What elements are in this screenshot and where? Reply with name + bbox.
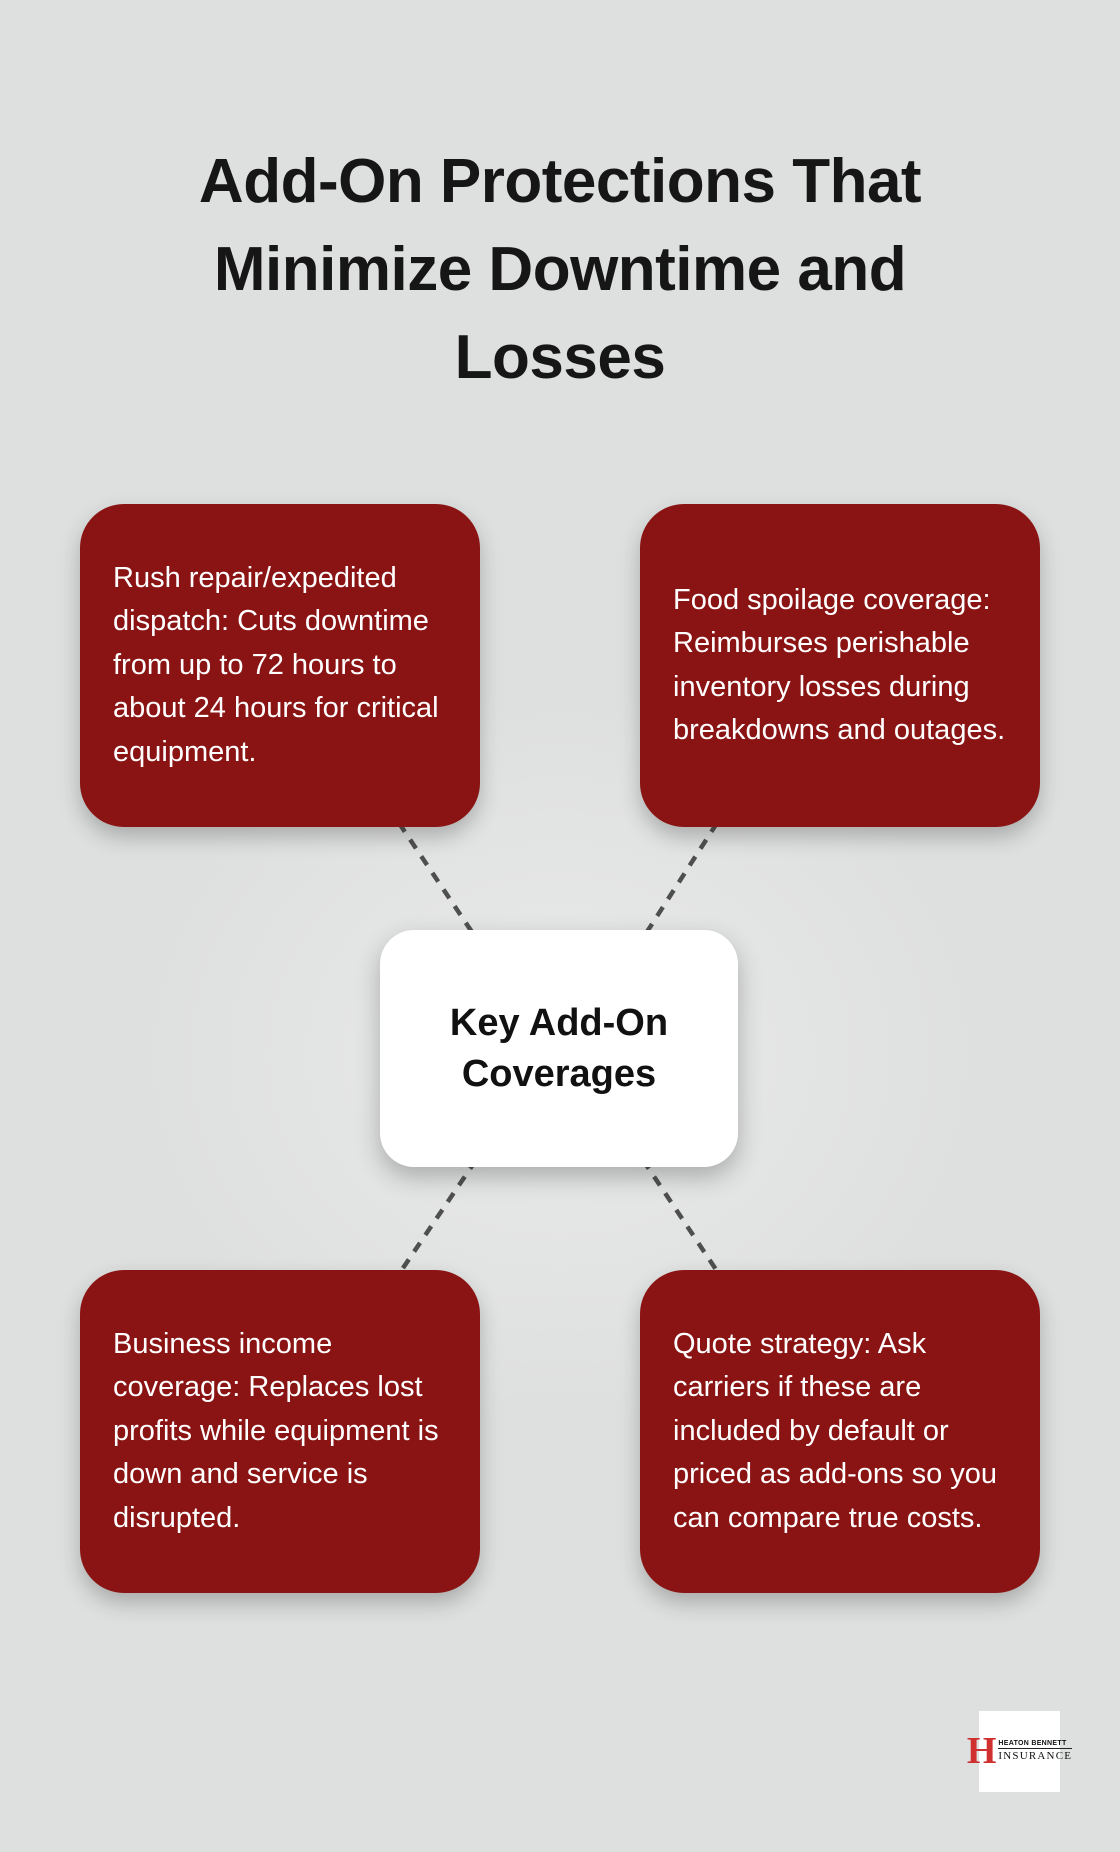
connector-bottom-left	[397, 1158, 478, 1276]
logo-divider	[998, 1748, 1073, 1750]
center-node: Key Add-On Coverages	[380, 930, 738, 1167]
logo-tagline: INSURANCE	[998, 1750, 1073, 1763]
node-text: Quote strategy: Ask carriers if these ar…	[673, 1327, 998, 1534]
center-node-label: Key Add-On Coverages	[449, 1002, 669, 1095]
connector-bottom-right	[641, 1158, 721, 1276]
node-food-spoilage: Food spoilage coverage: Reimburses peris…	[640, 504, 1040, 827]
logo-monogram-h: H	[966, 1730, 997, 1773]
node-business-income: Business income coverage: Replaces lost …	[80, 1270, 480, 1593]
logo-text-block: HEATON BENNETT INSURANCE	[998, 1740, 1073, 1763]
logo-company-name: HEATON BENNETT	[998, 1740, 1067, 1748]
node-text: Food spoilage coverage: Reimburses peris…	[673, 583, 1006, 747]
connector-top-left	[397, 821, 478, 940]
node-quote-strategy: Quote strategy: Ask carriers if these ar…	[640, 1270, 1040, 1593]
logo-inner: H HEATON BENNETT INSURANCE	[966, 1730, 1073, 1773]
node-text: Rush repair/expedited dispatch: Cuts dow…	[113, 561, 439, 768]
page-title: Add-On Protections That Minimize Downtim…	[198, 146, 922, 392]
node-rush-repair: Rush repair/expedited dispatch: Cuts dow…	[80, 504, 480, 827]
node-text: Business income coverage: Replaces lost …	[113, 1327, 439, 1534]
connector-top-right	[641, 821, 719, 940]
company-logo: H HEATON BENNETT INSURANCE	[967, 1711, 1073, 1792]
